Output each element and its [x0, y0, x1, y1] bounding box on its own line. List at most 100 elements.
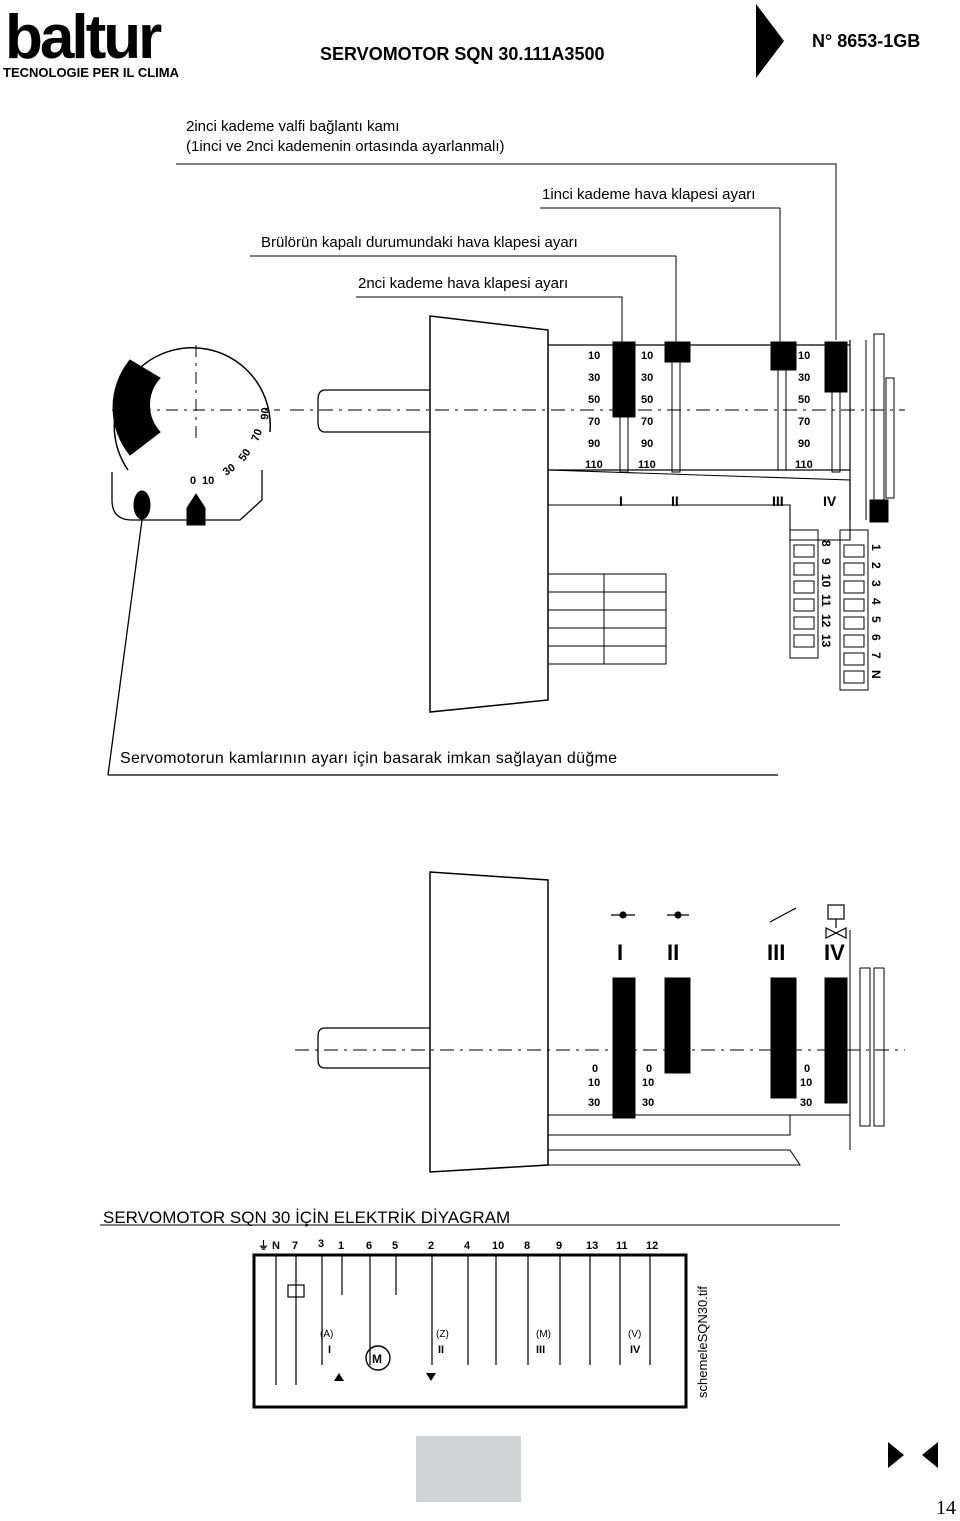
terminal-label: 4: [869, 598, 883, 605]
cam-tick: 50: [641, 394, 653, 406]
triangle-right-icon[interactable]: [884, 1440, 908, 1470]
dial-tick: 10: [202, 475, 214, 487]
servomotor-side-diagram: [295, 871, 905, 1173]
wiring-terminal: ⏚: [258, 1239, 269, 1252]
cam-tick: 30: [588, 1097, 600, 1109]
cam-tick: 30: [642, 1097, 654, 1109]
cam-tick: 30: [641, 372, 653, 384]
wiring-file-label: schemeleSQN30.tif: [695, 1286, 710, 1398]
brand-tagline: TECNOLOGIE PER IL CLIMA: [3, 65, 179, 80]
cam-numeral: IV: [823, 493, 837, 509]
terminal-label: 6: [869, 634, 883, 641]
cam-numeral: II: [667, 940, 679, 965]
page-number: 14: [936, 1497, 956, 1519]
terminal-label: 10: [819, 574, 833, 588]
cam-numeral: III: [767, 940, 785, 965]
wiring-diagram: ⏚ N 7 3 1 6 5 2 4 10 8 9 13 11 12 M (A) …: [252, 1238, 688, 1409]
wiring-terminal: 4: [464, 1240, 471, 1252]
switch-tag: (A): [320, 1329, 333, 1340]
cam-numeral: IV: [824, 940, 845, 965]
terminal-label: 9: [819, 558, 833, 565]
dial-tick: 70: [250, 427, 265, 443]
wiring-title: SERVOMOTOR SQN 30 İÇİN ELEKTRİK DİYAGRAM: [103, 1208, 511, 1227]
wiring-terminal: 7: [292, 1240, 298, 1252]
switch-tag: (Z): [436, 1329, 449, 1340]
cam-tick: 50: [798, 394, 810, 406]
cam-tick: 10: [641, 350, 653, 362]
cam-tick: 90: [588, 438, 600, 450]
dial-tick: 0: [190, 475, 196, 487]
cam-tick: 70: [798, 416, 810, 428]
switch-numeral: III: [536, 1344, 545, 1356]
cam-numeral: II: [671, 493, 679, 509]
label-air-stage1: 1inci kademe hava klapesi ayarı: [542, 186, 756, 203]
terminal-label: 2: [869, 562, 883, 569]
cam-tick: 70: [588, 416, 600, 428]
cam-tick: 30: [798, 372, 810, 384]
wiring-terminal: N: [272, 1240, 280, 1252]
document-title: SERVOMOTOR SQN 30.111A3500: [320, 44, 605, 64]
switch-numeral: I: [328, 1344, 331, 1356]
wiring-terminal: 5: [392, 1240, 398, 1252]
cam-tick: 0: [804, 1063, 810, 1075]
wiring-terminal: 12: [646, 1240, 658, 1252]
wiring-terminal: 3: [318, 1238, 324, 1250]
dial-tick: 90: [259, 407, 272, 420]
wiring-terminal: 11: [616, 1240, 628, 1252]
wiring-terminal: 1: [338, 1240, 344, 1252]
wiring-terminal: 8: [524, 1240, 530, 1252]
label-button-note: Servomotorun kamlarının ayarı için basar…: [120, 750, 618, 767]
switch-numeral: II: [438, 1344, 444, 1356]
cam-tick: 10: [588, 1077, 600, 1089]
cam-tick: 10: [800, 1077, 812, 1089]
dial-tick: 30: [221, 462, 238, 479]
cam-tick: 10: [588, 350, 600, 362]
label-air-closed: Brülörün kapalı durumundaki hava klapesi…: [261, 234, 578, 251]
cam-tick: 110: [795, 459, 813, 471]
cam-tick: 110: [638, 459, 656, 471]
cam-tick: 70: [641, 416, 653, 428]
terminal-label: 3: [869, 580, 883, 587]
label-cam-line1: 2inci kademe valfi bağlantı kamı: [186, 118, 400, 135]
cam-tick: 110: [585, 459, 603, 471]
dial-scale: 0 10 30 50 70 90: [190, 407, 272, 487]
terminal-label: N: [869, 670, 883, 679]
cam-tick: 30: [800, 1097, 812, 1109]
wiring-title-rule: [100, 1224, 840, 1226]
cam-tick: 90: [641, 438, 653, 450]
cam-scales-top: 10 30 50 70 90 110 10 30 50 70 90 110 10…: [585, 350, 883, 679]
cam-numeral: III: [772, 493, 784, 509]
terminal-label: 1: [869, 544, 883, 551]
terminal-label: 8: [819, 540, 833, 547]
cam-tick: 90: [798, 438, 810, 450]
wiring-terminal: 2: [428, 1240, 434, 1252]
cam-tick: 10: [798, 350, 810, 362]
brand-logo: baltur: [5, 3, 162, 72]
switch-numeral: IV: [630, 1344, 641, 1356]
motor-label: M: [372, 1352, 382, 1366]
cam-numeral: I: [619, 493, 623, 509]
wiring-terminal: 13: [586, 1240, 598, 1252]
page-placeholder-box: [416, 1436, 521, 1502]
triangle-left-icon[interactable]: [918, 1440, 942, 1470]
cam-tick: 0: [646, 1063, 652, 1075]
switch-tag: (M): [536, 1329, 551, 1340]
terminal-label: 11: [819, 594, 833, 607]
label-air-stage2: 2nci kademe hava klapesi ayarı: [358, 275, 569, 292]
cam-numeral: I: [617, 940, 623, 965]
wiring-terminal: 6: [366, 1240, 372, 1252]
dial-tick: 50: [237, 447, 254, 464]
switch-tag: (V): [628, 1329, 641, 1340]
wiring-terminal: 10: [492, 1240, 504, 1252]
cam-scales-bottom: I II III IV 0 10 30 0 10 30 0 10 30: [588, 940, 845, 1109]
cam-tick: 0: [592, 1063, 598, 1075]
header-arrow-icon: [756, 4, 784, 78]
document-number: N° 8653-1GB: [812, 31, 921, 51]
wiring-terminal: 9: [556, 1240, 562, 1252]
terminal-label: 13: [819, 634, 833, 648]
cam-tick: 50: [588, 394, 600, 406]
cam-tick: 30: [588, 372, 600, 384]
cam-tick: 10: [642, 1077, 654, 1089]
terminal-label: 7: [869, 652, 883, 659]
label-cam-line2: (1inci ve 2nci kademenin ortasında ayarl…: [186, 138, 505, 155]
